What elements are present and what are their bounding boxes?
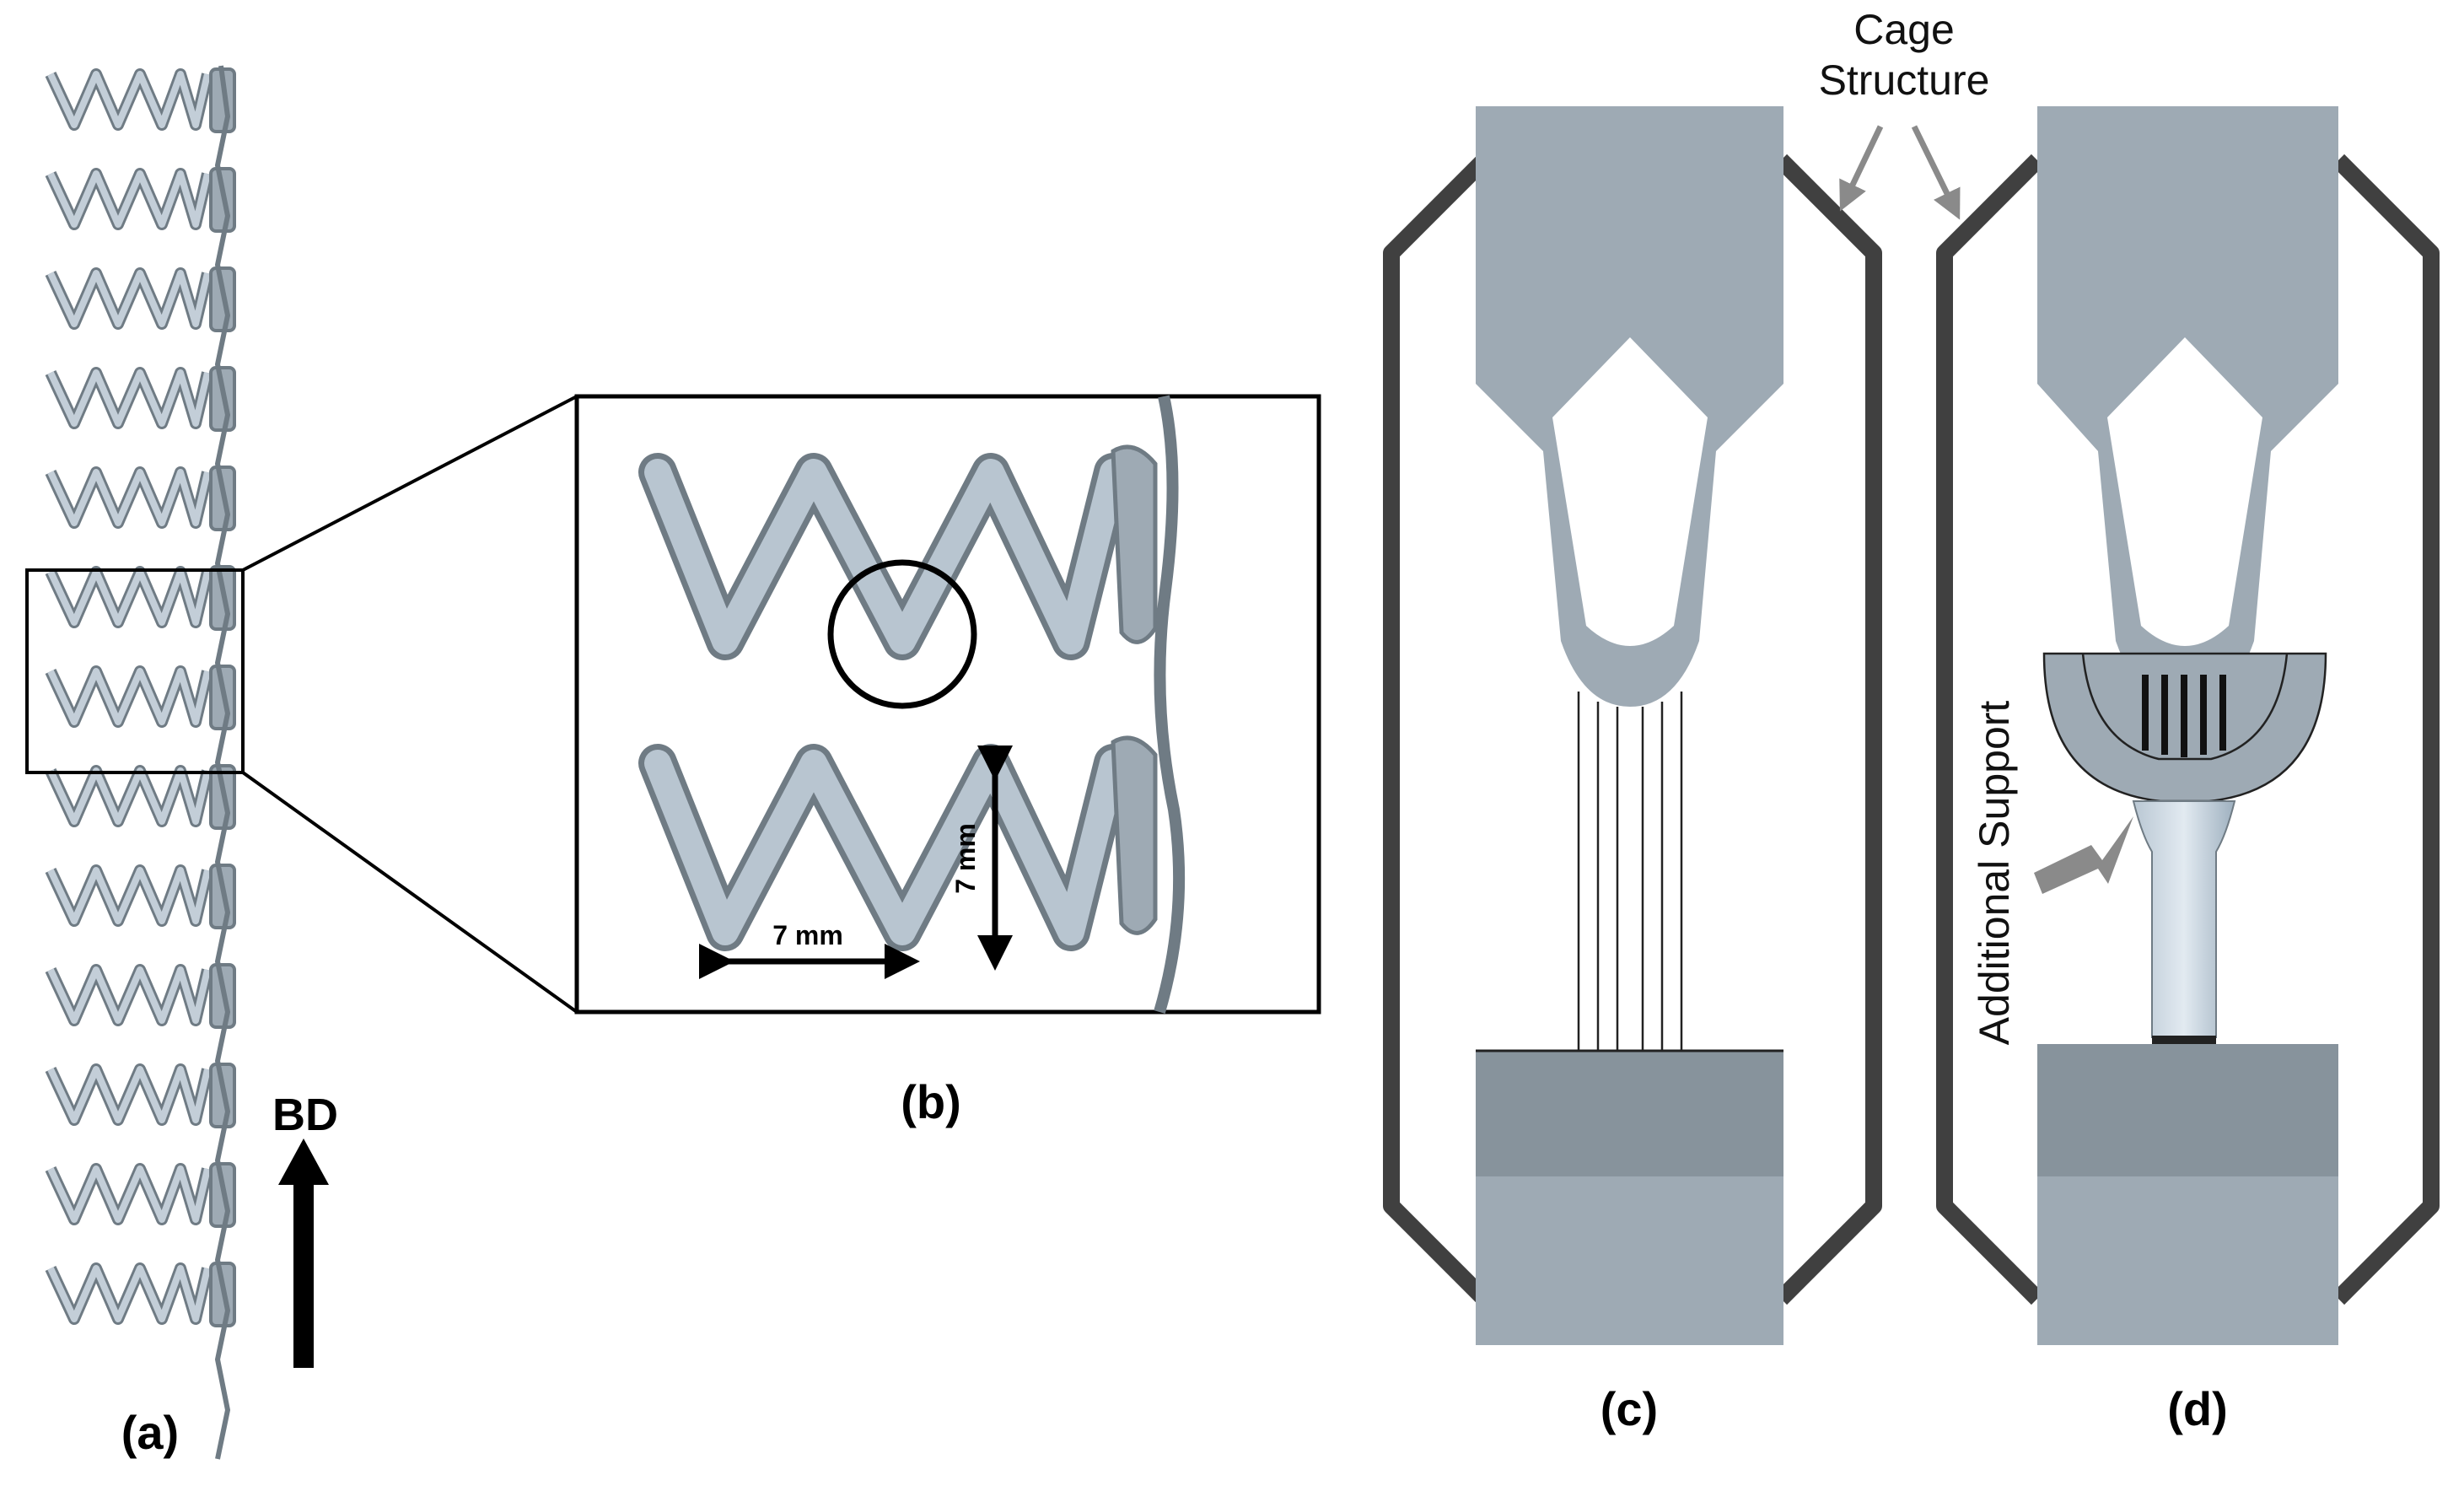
- stent-row: [45, 466, 236, 531]
- stent-row: [45, 963, 236, 1029]
- build-direction-arrow-icon: [278, 1138, 329, 1368]
- panel-c-thin-struts: [1577, 692, 1683, 1050]
- highlight-circle: [827, 559, 977, 709]
- additional-support-post: [2132, 800, 2236, 1038]
- panel-c-bottom-grip: [1476, 1050, 1783, 1176]
- zoomed-spine: [1154, 395, 1186, 1014]
- cage-structure-label-line2: Structure: [1819, 57, 1990, 104]
- stent-row: [45, 67, 236, 133]
- additional-support-label: Additional Support: [1971, 701, 2018, 1046]
- stent-row: [45, 167, 236, 233]
- panel-a-stent-stack: [45, 65, 236, 1460]
- stent-row: [45, 565, 236, 631]
- zoomed-strut-row: [638, 444, 1158, 660]
- height-dimension-label: 7 mm: [950, 823, 981, 894]
- width-dimension-label: 7 mm: [772, 920, 843, 950]
- panel-c-top-grip: [1476, 106, 1783, 707]
- stent-row: [45, 1262, 236, 1327]
- stent-row: [45, 764, 236, 830]
- panel-b-frame: [574, 394, 1321, 1015]
- panel-d-thin-struts: [2142, 675, 2226, 757]
- zoom-connector-lines: [241, 395, 578, 1014]
- cage-structure-label-line1: Cage: [1853, 6, 1955, 53]
- zoomed-strut-row: [638, 735, 1158, 951]
- build-direction-label: BD: [272, 1090, 338, 1140]
- panel-d-label: (d): [2167, 1382, 2228, 1435]
- panel-c-label: (c): [1601, 1382, 1658, 1435]
- panel-d-specimen: [1936, 106, 2440, 1345]
- cage-pointer-arrows: [1839, 125, 1961, 220]
- additional-support-pointer-arrow: [2034, 816, 2133, 894]
- panel-c-cage: [1383, 153, 1882, 1305]
- panel-a-zoom-box: [25, 568, 245, 774]
- panel-d-cage: [1936, 153, 2440, 1305]
- stent-row: [45, 1162, 236, 1228]
- panel-c-specimen: [1383, 106, 1882, 1345]
- stent-row: [45, 266, 236, 332]
- panel-d-bottom-grip: [2037, 1044, 2338, 1176]
- panel-a-label: (a): [121, 1406, 179, 1459]
- panel-b-zoomed-struts: [638, 395, 1186, 1014]
- stent-spine: [214, 65, 231, 1460]
- stent-row: [45, 1063, 236, 1128]
- stent-row: [45, 366, 236, 432]
- stent-row: [45, 665, 236, 730]
- panel-d-top-grip: [2037, 106, 2338, 707]
- stent-row: [45, 864, 236, 929]
- panel-b-label: (b): [901, 1075, 961, 1128]
